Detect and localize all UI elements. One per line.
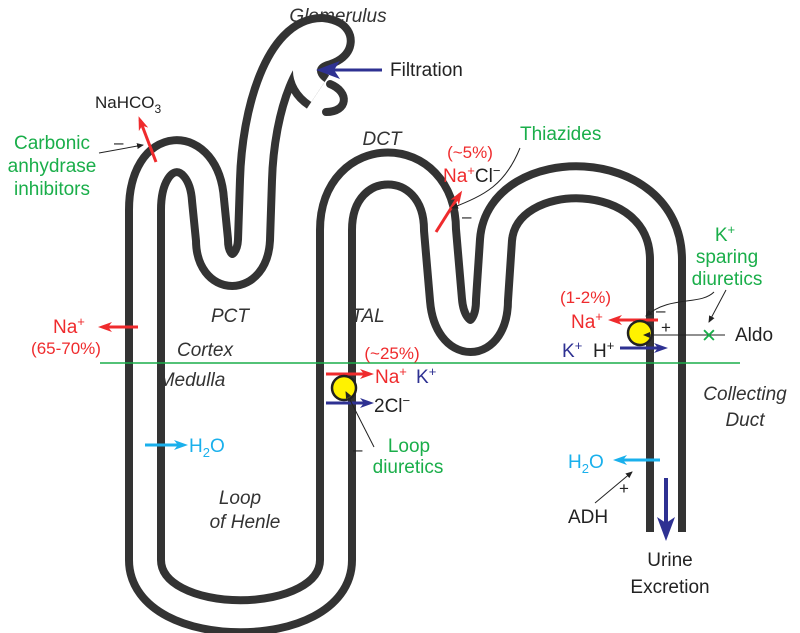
filtration-label: Filtration [390,60,463,81]
tal-label: TAL [351,306,384,327]
tal-k-label: K+ [416,364,436,388]
cd-na-label: Na+ [571,309,603,333]
plus-sign: + [619,479,629,498]
dct-label: DCT [362,129,402,150]
nahco3-label: NaHCO3 [95,93,162,116]
cd-h-label: H+ [593,338,614,362]
aldo-block-x-icon: ✕ [701,326,717,347]
pct-na-label: Na+ [53,314,85,338]
minus-sign: – [114,133,124,152]
enac-transporter [626,319,654,347]
pct-label: PCT [211,306,250,327]
pct-percent-label: (65-70%) [31,339,101,358]
tal-percent-label: (~25%) [364,344,419,363]
cd-h2o-label: H2O [568,452,604,476]
minus-sign: – [656,301,666,320]
cortex-label: Cortex [177,340,234,361]
plus-sign: + [661,318,671,337]
nephron-tubule [125,14,686,633]
adh-stimulation-arrow [594,471,633,504]
minus-sign: – [353,440,363,459]
aldo-label: Aldo [735,325,773,346]
dct-percent-label: (~5%) [447,143,493,162]
dct-nacl-label: Na+Cl− [443,163,500,187]
nahco3-reabsorption-arrow [138,116,158,163]
adh-label: ADH [568,507,608,528]
cd-percent-label: (1-2%) [560,288,611,307]
cd-k-label: K+ [562,338,582,362]
medulla-label: Medulla [159,370,226,391]
carbonic-inhibition-arrow [98,143,144,154]
glomerulus-label: Glomerulus [289,6,387,27]
dct-nacl-arrow [434,190,463,233]
k-sparing-enac-inhibition-arrow [645,291,715,317]
loop-h2o-label: H2O [189,436,225,460]
thiazides-label: Thiazides [520,124,601,145]
thiazide-inhibition-arrow [451,147,521,209]
loop-diuretic-inhibition-arrow [345,391,375,448]
minus-sign: – [462,207,472,226]
k-sparing-aldo-inhibition-arrow [708,289,727,323]
tal-na-label: Na+ [375,364,407,388]
tal-cl-label: 2Cl− [374,393,410,417]
nkcc2-transporter [330,374,358,402]
